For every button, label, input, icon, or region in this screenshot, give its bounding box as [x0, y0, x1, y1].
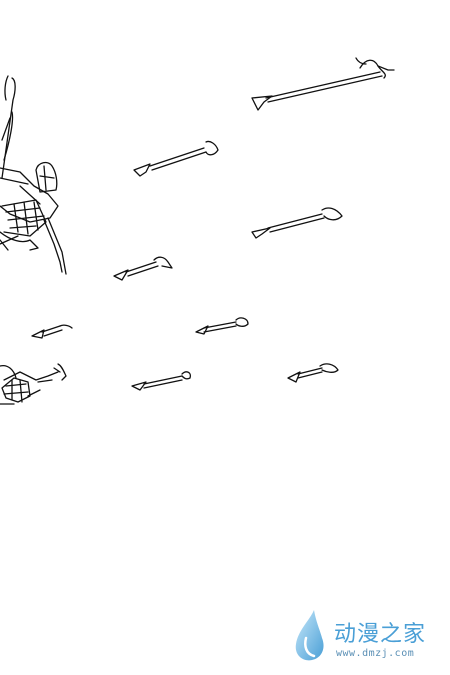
- water-drop-logo-icon: [295, 610, 324, 661]
- arrow-7: [131, 371, 192, 391]
- watermark-title: 动漫之家: [334, 622, 427, 647]
- arrow-8: [287, 363, 339, 383]
- arrow-5: [31, 324, 73, 339]
- arrow-1: [251, 57, 395, 111]
- arrow-6: [195, 317, 249, 335]
- arrow-2: [133, 140, 219, 177]
- arrow-3: [251, 207, 343, 239]
- site-watermark: 动漫之家 www.dmzj.com: [288, 608, 438, 666]
- arrow-4: [113, 256, 173, 281]
- warrior-figure-lower: [0, 363, 67, 405]
- watermark-url: www.dmzj.com: [336, 648, 415, 659]
- warrior-figure-upper: [0, 75, 67, 275]
